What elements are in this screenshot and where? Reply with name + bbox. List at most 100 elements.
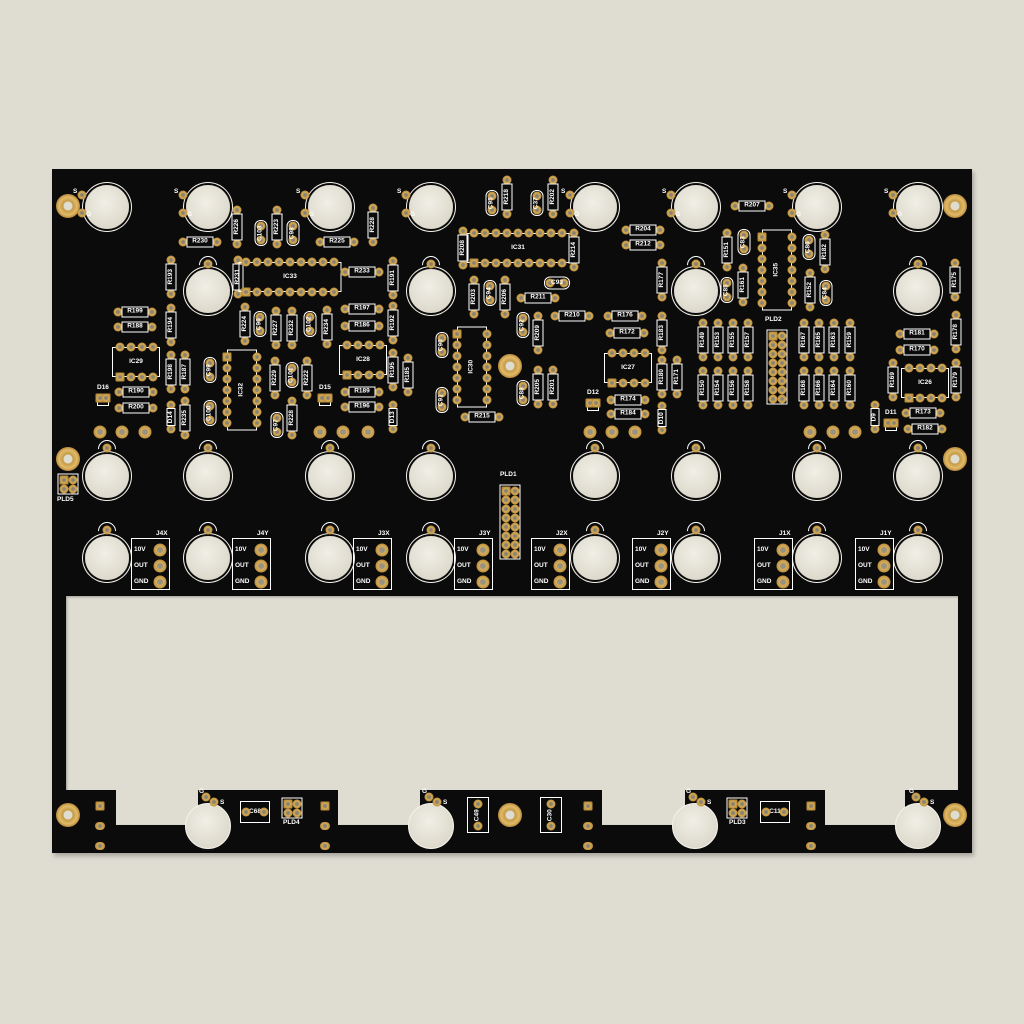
pad [585,398,595,408]
jack-socket [674,536,718,580]
pad [621,225,631,235]
capacitor [435,332,449,358]
header-pin [501,531,510,540]
ic-pin [252,363,262,373]
pad [469,275,479,285]
header-pin [768,367,777,376]
capacitor-ref: C90 [438,339,446,351]
pad [806,842,816,850]
pad [518,313,528,323]
pad [403,353,413,363]
resistor: R173 [909,407,937,419]
header-pin [59,475,68,484]
jack-socket [795,454,839,498]
pad [779,807,789,817]
resistor: R156 [727,374,739,402]
resistor: R153 [712,326,724,354]
pad [374,304,384,314]
resistor: R189 [348,386,376,398]
ic-pin [307,257,317,267]
pad [691,525,701,535]
pad [403,387,413,397]
ic-pin [329,287,339,297]
pad [739,244,749,254]
pad [565,190,575,200]
pad [317,393,327,403]
resistor: R152 [804,276,816,304]
resistor: R190 [122,386,150,398]
pad [548,175,558,185]
capacitor-ref-label: C93 [551,278,563,286]
pad [388,400,398,410]
header-pin [510,540,519,549]
pad [305,326,315,336]
pad [255,326,265,336]
pad [532,205,542,215]
pad [166,255,176,265]
pad [203,259,213,269]
pad [583,801,593,811]
pad [533,365,543,375]
capacitor-ref: C99 [206,364,214,376]
pad [820,230,830,240]
pad [738,263,748,273]
pad [805,302,815,312]
pad [799,318,809,328]
pad [340,304,350,314]
pad [722,228,732,238]
pad [166,337,176,347]
pot-hole [409,269,453,313]
pad [241,807,251,817]
connector-pad [153,543,167,557]
resistor-ref: R175 [950,272,958,288]
pad [166,350,176,360]
pad [639,328,649,338]
ic-pin [469,228,479,238]
resistor: R200 [122,402,150,414]
pot-hole [186,269,230,313]
pad [516,293,526,303]
ic-pin [452,340,462,350]
ic-pin [452,395,462,405]
resistor-ref: R193 [166,269,174,285]
jack-socket-half [408,803,454,849]
ic-pin [252,385,262,395]
resistor: R229 [269,364,281,392]
pad [637,311,647,321]
capacitor-ref: C30 [546,809,554,821]
pad [288,221,298,231]
resistor-ref: R152 [805,282,813,298]
diode: D13 [388,408,398,426]
resistor-ref: R214 [569,242,577,258]
resistor-ref: R166 [814,380,822,396]
pad [845,318,855,328]
pad [550,311,560,321]
resistor: R182 [911,423,939,435]
diode-ref: D11 [885,409,897,416]
output-connector-box [632,538,671,590]
pad [287,363,297,373]
connector-pad [877,543,891,557]
resistor: R223 [271,213,283,241]
resistor-ref: R225 [329,237,345,245]
pad [583,842,593,850]
pad [325,525,335,535]
resistor: R233 [348,266,376,278]
pad [255,312,265,322]
pad [657,292,667,302]
ic-pin [787,287,797,297]
ic-pin [904,393,913,403]
resistor-ref: R195 [388,362,396,378]
pad [548,365,558,375]
pad [640,395,650,405]
pad [901,408,911,418]
capacitor-ref: C94 [486,287,494,299]
resistor-ref: R210 [564,311,580,319]
resistor-ref: R167 [799,332,807,348]
resistor-ref: R163 [829,332,837,348]
header-pin [510,549,519,558]
header-pin [283,799,292,808]
header-ref: PLD4 [283,819,300,826]
pad [655,225,665,235]
ic-pin [926,393,935,403]
